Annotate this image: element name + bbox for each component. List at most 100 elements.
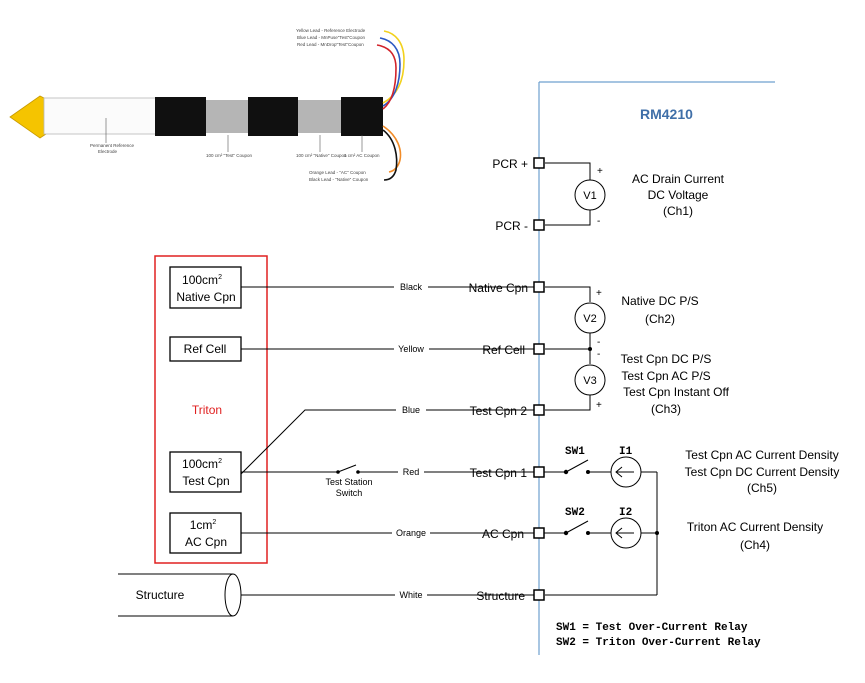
wire-label-blue: Blue bbox=[402, 405, 420, 415]
coupon-label-ac: 1 cm² AC Coupon bbox=[344, 153, 380, 158]
test-cpn-text: Test Cpn bbox=[182, 474, 229, 488]
native-cpn-box bbox=[169, 266, 242, 309]
switch-legend: SW1 = Test Over-Current Relay SW2 = Trit… bbox=[556, 622, 761, 649]
svg-text:100cm2: 100cm2 bbox=[182, 457, 222, 471]
meter-i2-label: I2 bbox=[619, 507, 632, 519]
wire-label-yellow: Yellow bbox=[398, 344, 424, 354]
coupon-label-test: 100 cm² "Test" Coupon bbox=[206, 153, 252, 158]
channel-descriptions: AC Drain Current DC Voltage (Ch1) Native… bbox=[621, 172, 840, 552]
ac-cpn-text: AC Cpn bbox=[185, 535, 227, 549]
ch2-line2: (Ch2) bbox=[645, 312, 675, 326]
lead-blue bbox=[379, 37, 401, 107]
ref-cell-text: Ref Cell bbox=[184, 342, 227, 356]
probe-segment-black-1 bbox=[155, 97, 206, 136]
terminal-ref-cell bbox=[533, 343, 545, 355]
lead-label-blue: Blue Lead - MnPuse"Test"Coupon bbox=[297, 35, 365, 40]
lead-label-black: Black Lead - "Native" Coupon bbox=[309, 177, 369, 182]
svg-text:+: + bbox=[596, 400, 602, 411]
test-station-switch bbox=[337, 464, 357, 473]
electrode-tube bbox=[43, 97, 157, 135]
structure-pipe: Structure bbox=[118, 573, 242, 617]
terminal-pcr-plus bbox=[533, 157, 545, 169]
test-station-label-1: Test Station bbox=[325, 477, 372, 487]
terminal-label-ref-cell: Ref Cell bbox=[482, 343, 525, 357]
terminal-label-native-cpn: Native Cpn bbox=[469, 281, 528, 295]
terminal-label-structure: Structure bbox=[476, 589, 525, 603]
lead-label-yellow: Yellow Lead - Reference Electrode bbox=[296, 28, 366, 33]
switch-sw1 bbox=[565, 459, 589, 473]
lead-label-red: Red Lead - MnDrop"Test"Coupon bbox=[297, 42, 364, 47]
svg-text:-: - bbox=[597, 337, 600, 348]
native-cpn-text: Native Cpn bbox=[176, 290, 235, 304]
terminal-native-cpn bbox=[533, 281, 545, 293]
lead-label-orange: Orange Lead - "AC" Coupon bbox=[309, 170, 366, 175]
meter-v1 bbox=[574, 179, 606, 211]
ch3-line4: (Ch3) bbox=[651, 402, 681, 416]
wire-label-white: White bbox=[399, 590, 422, 600]
triton-assembly: Triton 100cm2 Native Cpn Ref Cell 100cm2… bbox=[154, 255, 268, 564]
terminal-pcr-minus bbox=[533, 219, 545, 231]
svg-text:100cm2: 100cm2 bbox=[182, 273, 222, 287]
probe-illustration: Yellow Lead - Reference Electrode Blue L… bbox=[9, 28, 405, 182]
triton-label: Triton bbox=[192, 403, 222, 417]
probe-segment-black-3 bbox=[341, 97, 383, 136]
terminal-test-cpn-2 bbox=[533, 404, 545, 416]
ch3-line2: Test Cpn AC P/S bbox=[621, 369, 710, 383]
ch5-line2: Test Cpn DC Current Density bbox=[685, 465, 840, 479]
sw2-label: SW2 bbox=[565, 507, 585, 519]
probe-segment-black-2 bbox=[248, 97, 298, 136]
svg-text:+: + bbox=[597, 166, 603, 177]
legend-sw1: SW1 = Test Over-Current Relay bbox=[556, 622, 748, 634]
svg-text:-: - bbox=[597, 216, 600, 227]
terminal-structure bbox=[533, 589, 545, 601]
ac-cpn-box bbox=[169, 512, 242, 554]
wire-label-black: Black bbox=[400, 282, 423, 292]
ch1-line3: (Ch1) bbox=[663, 204, 693, 218]
test-station-label-2: Switch bbox=[336, 488, 363, 498]
ch3-line3: Test Cpn Instant Off bbox=[623, 385, 729, 399]
ch2-line1: Native DC P/S bbox=[621, 294, 698, 308]
terminal-label-test-cpn-1: Test Cpn 1 bbox=[470, 466, 528, 480]
lead-black bbox=[382, 129, 398, 181]
probe-segment-steel-1 bbox=[206, 100, 248, 133]
switch-sw2 bbox=[565, 520, 589, 534]
ch4-line2: (Ch4) bbox=[740, 538, 770, 552]
meter-v2-label: V2 bbox=[583, 313, 596, 325]
ref-cell-box bbox=[169, 336, 242, 362]
reference-electrode-tip bbox=[9, 95, 47, 139]
ch5-line3: (Ch5) bbox=[747, 481, 777, 495]
lead-red bbox=[376, 44, 397, 110]
coupon-label-native: 100 cm² "Native" Coupon bbox=[296, 153, 347, 158]
ch4-line1: Triton AC Current Density bbox=[687, 520, 823, 534]
channel-wiring: V1 + - V2 + - V3 - + SW1 I1 S bbox=[539, 162, 659, 596]
lead-orange bbox=[382, 125, 402, 173]
triton-outline bbox=[154, 255, 268, 564]
rm4210-unit: RM4210 bbox=[538, 81, 775, 655]
ch5-line1: Test Cpn AC Current Density bbox=[685, 448, 838, 462]
structure-label: Structure bbox=[136, 588, 185, 602]
field-wires: Black Yellow Blue Red Test Station Switc… bbox=[240, 282, 534, 600]
wire-label-red: Red bbox=[403, 467, 420, 477]
ch3-line1: Test Cpn DC P/S bbox=[621, 352, 712, 366]
probe-segment-steel-2 bbox=[298, 100, 341, 133]
electrode-label-1: Permanent Reference bbox=[90, 143, 135, 148]
legend-sw2: SW2 = Triton Over-Current Relay bbox=[556, 637, 761, 649]
wire-label-orange: Orange bbox=[396, 528, 426, 538]
svg-text:+: + bbox=[596, 288, 602, 299]
electrode-label-2: Electrode bbox=[98, 149, 118, 154]
rm-title: RM4210 bbox=[640, 106, 693, 122]
meter-i1-label: I1 bbox=[619, 446, 633, 458]
terminal-label-test-cpn-2: Test Cpn 2 bbox=[470, 404, 528, 418]
terminal-label-ac-cpn: AC Cpn bbox=[482, 527, 524, 541]
ch1-line2: DC Voltage bbox=[648, 188, 709, 202]
terminal-test-cpn-1 bbox=[533, 466, 545, 478]
meter-v3-label: V3 bbox=[583, 375, 596, 387]
meter-v1-label: V1 bbox=[583, 190, 596, 202]
terminal-label-pcr-minus: PCR - bbox=[495, 219, 528, 233]
sw1-label: SW1 bbox=[565, 446, 585, 458]
svg-text:1cm2: 1cm2 bbox=[190, 518, 217, 532]
terminal-block: PCR + PCR - Native Cpn Ref Cell Test Cpn… bbox=[469, 157, 545, 603]
terminal-label-pcr-plus: PCR + bbox=[492, 157, 528, 171]
ch1-line1: AC Drain Current bbox=[632, 172, 725, 186]
